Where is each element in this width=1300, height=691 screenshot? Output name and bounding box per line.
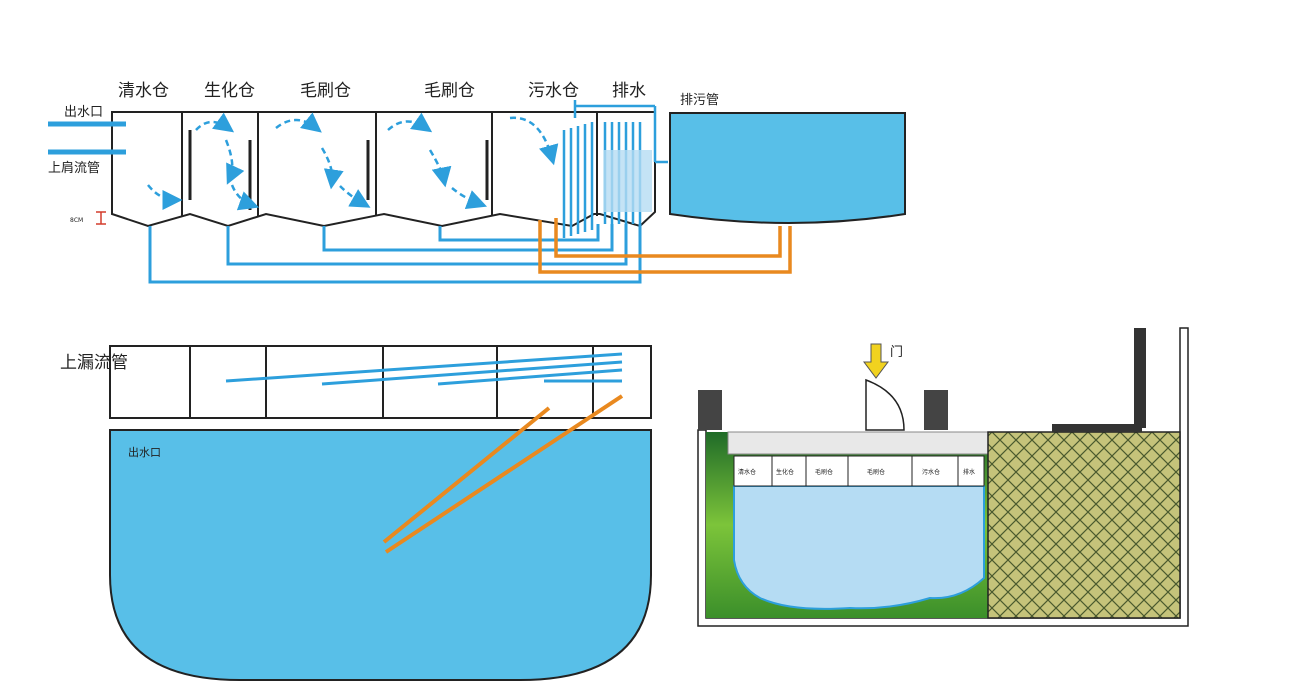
sump-label-2: 生化仓 <box>776 468 794 476</box>
label-chamber-5: 污水仓 <box>528 81 579 101</box>
label-outlet-bottom: 出水口 <box>128 445 161 459</box>
top-view-orange-pipes <box>382 394 624 554</box>
label-chamber-1: 清水仓 <box>118 81 169 101</box>
cabinet-view <box>697 327 1189 627</box>
top-view-main-tank <box>109 429 652 681</box>
outlet-pipes <box>48 121 126 155</box>
flow-arrows <box>147 112 559 211</box>
label-overflow-pipe-bottom: 上漏流管 <box>60 353 128 373</box>
sump-label-1: 清水仓 <box>738 468 756 476</box>
label-chamber-2: 生化仓 <box>204 81 255 101</box>
sump-label-3: 毛刷仓 <box>815 468 833 476</box>
main-tank <box>669 112 906 224</box>
sump-label-6: 排水 <box>963 468 975 476</box>
return-pipes <box>148 224 642 284</box>
label-door: 门 <box>890 345 903 360</box>
overflow-chamber-water <box>604 150 652 212</box>
label-overflow-pipe: 上肩流管 <box>48 160 100 176</box>
label-drain-pipe: 排污管 <box>680 93 719 108</box>
label-outlet: 出水口 <box>64 105 103 120</box>
top-filter-box <box>111 111 656 228</box>
sump-label-5: 污水仓 <box>922 468 940 476</box>
label-chamber-3: 毛刷仓 <box>300 81 351 101</box>
label-chamber-6: 排水 <box>612 81 646 101</box>
height-mark <box>96 211 106 225</box>
label-chamber-4: 毛刷仓 <box>424 81 475 101</box>
sump-label-4: 毛刷仓 <box>867 468 885 476</box>
top-view-blue-pipes <box>225 352 623 386</box>
label-height: 8CM <box>70 217 83 224</box>
drain-pipes-orange <box>538 218 792 274</box>
